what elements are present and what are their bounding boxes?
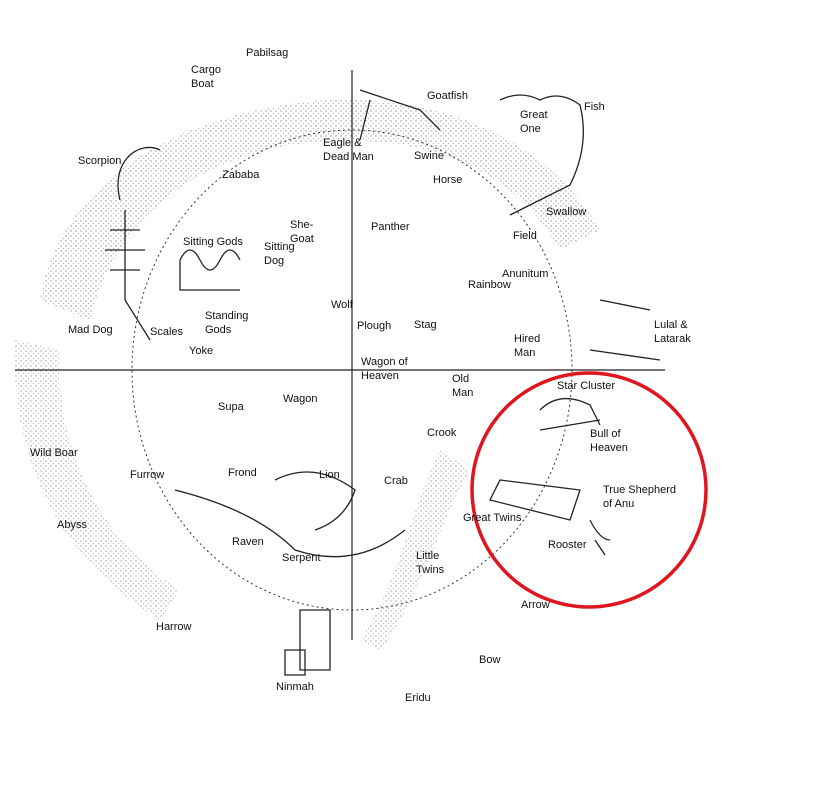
label-lulal-latarak: Lulal & Latarak bbox=[654, 318, 691, 346]
label-zababa: Zababa bbox=[222, 169, 260, 181]
label-line: True Shepherd bbox=[603, 484, 676, 496]
label-swallow: Swallow bbox=[546, 206, 587, 218]
label-wagon: Wagon bbox=[283, 393, 318, 405]
label-line: Heaven bbox=[361, 370, 399, 382]
label-supa: Supa bbox=[218, 401, 244, 413]
label-plough: Plough bbox=[357, 320, 392, 332]
label-abyss: Abyss bbox=[57, 519, 87, 531]
label-she-goat: She- Goat bbox=[290, 218, 314, 246]
highlight-circle bbox=[470, 371, 708, 609]
milky-way-band bbox=[14, 99, 600, 650]
label-line: Eagle & bbox=[323, 137, 362, 149]
label-rainbow: Rainbow bbox=[468, 279, 511, 291]
label-line: Lulal & bbox=[654, 319, 688, 331]
label-sitting-gods: Sitting Gods bbox=[183, 236, 243, 248]
label-swine: Swine bbox=[414, 150, 444, 162]
label-line: Wagon of bbox=[361, 356, 408, 368]
label-great-twins: Great Twins bbox=[463, 512, 522, 524]
label-bow: Bow bbox=[479, 654, 501, 666]
label-mad-dog: Mad Dog bbox=[68, 324, 113, 336]
label-line: Boat bbox=[191, 78, 214, 90]
label-ninmah: Ninmah bbox=[276, 681, 314, 693]
label-bull-of-heaven: Bull of Heaven bbox=[590, 427, 628, 455]
label-line: Hired bbox=[514, 333, 541, 345]
label-line: Standing bbox=[205, 310, 249, 322]
label-serpent: Serpent bbox=[282, 552, 321, 564]
label-anunitum: Anunitum bbox=[502, 268, 549, 280]
label-true-shepherd-of-anu: True Shepherd of Anu bbox=[603, 483, 676, 511]
label-line: Old bbox=[452, 373, 470, 385]
label-rooster: Rooster bbox=[548, 539, 587, 551]
label-field: Field bbox=[513, 230, 537, 242]
label-crook: Crook bbox=[427, 427, 457, 439]
label-scorpion: Scorpion bbox=[78, 155, 122, 167]
label-line: Twins bbox=[416, 564, 445, 576]
label-pabilsag: Pabilsag bbox=[246, 47, 289, 59]
label-eridu: Eridu bbox=[405, 692, 431, 704]
label-line: She- bbox=[290, 219, 314, 231]
label-line: Latarak bbox=[654, 333, 691, 345]
label-crab: Crab bbox=[384, 475, 408, 487]
label-horse: Horse bbox=[433, 174, 463, 186]
label-furrow: Furrow bbox=[130, 469, 165, 481]
constellation-figures bbox=[105, 89, 661, 676]
label-lion: Lion bbox=[319, 469, 340, 481]
label-arrow: Arrow bbox=[521, 599, 550, 611]
label-line: Goat bbox=[290, 233, 314, 245]
label-frond: Frond bbox=[228, 467, 257, 479]
label-line: Man bbox=[452, 387, 474, 399]
label-line: Heaven bbox=[590, 442, 628, 454]
label-fish: Fish bbox=[584, 101, 605, 113]
label-star-cluster: Star Cluster bbox=[557, 380, 616, 392]
label-stag: Stag bbox=[414, 319, 437, 331]
label-wild-boar: Wild Boar bbox=[30, 447, 78, 459]
label-line: One bbox=[520, 123, 541, 135]
label-scales: Scales bbox=[150, 326, 184, 338]
label-line: Gods bbox=[205, 324, 232, 336]
label-raven: Raven bbox=[232, 536, 264, 548]
label-line: Dead Man bbox=[323, 151, 374, 163]
label-line: Bull of bbox=[590, 428, 621, 440]
label-line: Dog bbox=[264, 255, 285, 267]
label-wagon-of-heaven: Wagon of Heaven bbox=[361, 355, 408, 383]
label-line: Cargo bbox=[191, 64, 221, 76]
label-harrow: Harrow bbox=[156, 621, 192, 633]
label-line: Sitting bbox=[264, 241, 295, 253]
label-line: Man bbox=[514, 347, 536, 359]
label-wolf: Wolf bbox=[331, 299, 353, 311]
label-line: Little bbox=[416, 550, 440, 562]
label-yoke: Yoke bbox=[189, 345, 214, 357]
label-line: Great bbox=[520, 109, 548, 121]
label-line: of Anu bbox=[603, 498, 635, 510]
label-eagle-dead-man: Eagle & Dead Man bbox=[323, 136, 374, 164]
label-goatfish: Goatfish bbox=[427, 90, 468, 102]
label-panther: Panther bbox=[371, 221, 410, 233]
